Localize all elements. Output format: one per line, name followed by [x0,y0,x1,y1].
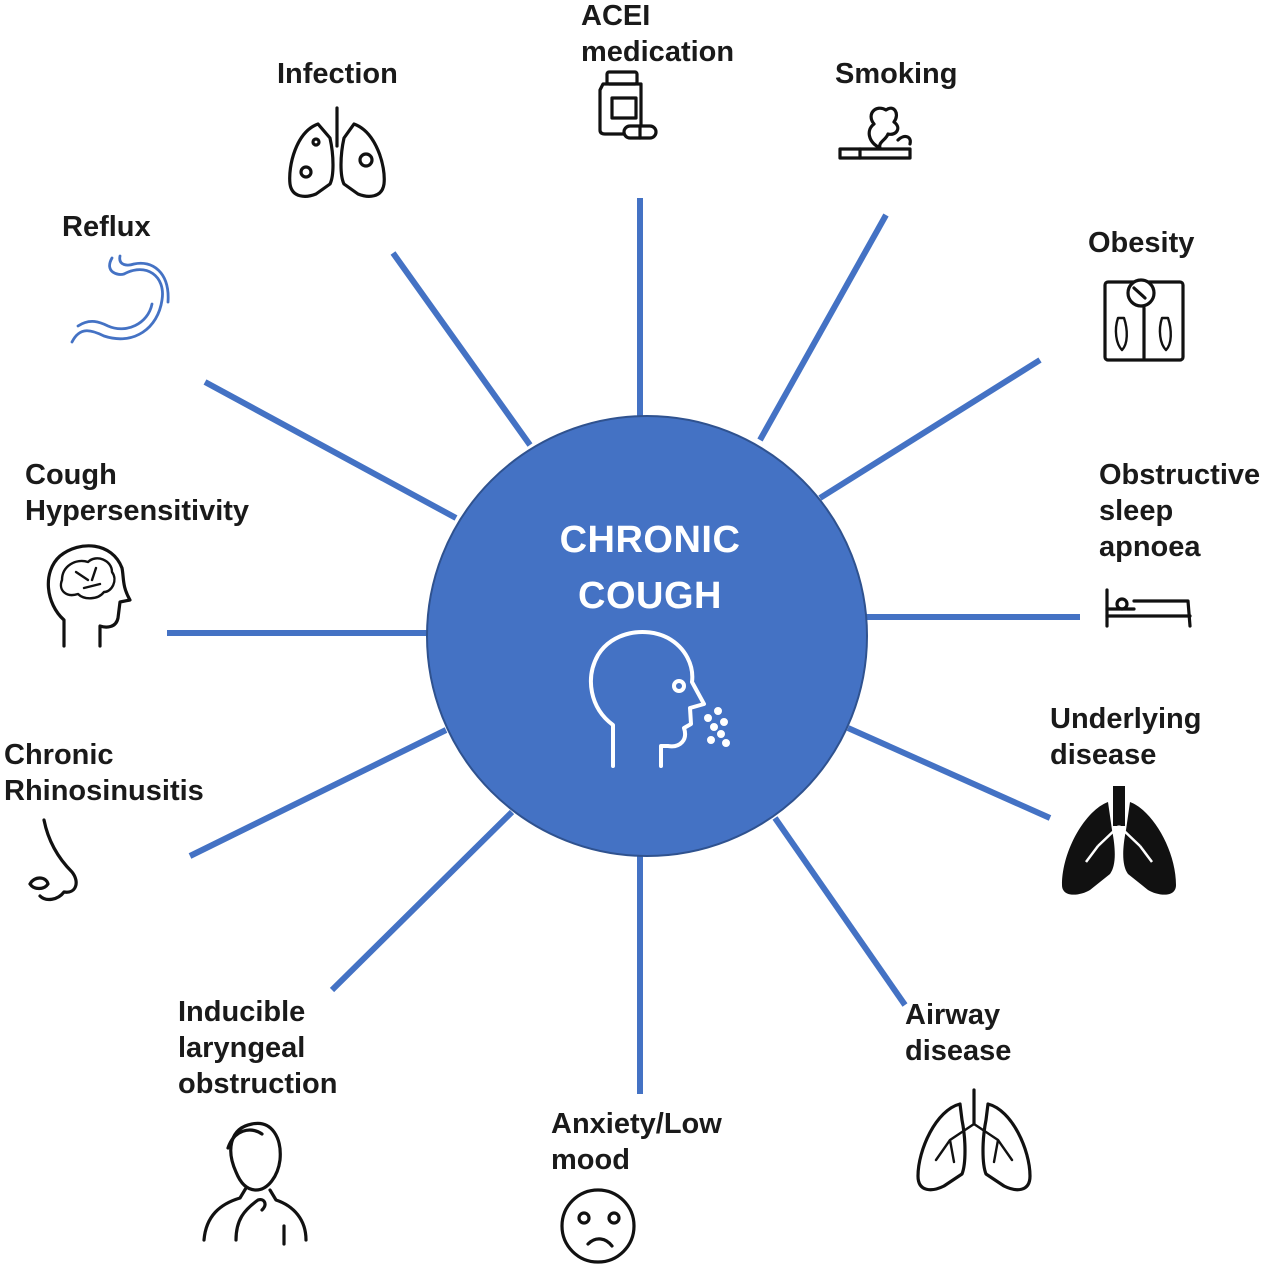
lungs-outline-icon [916,1088,1032,1192]
label-smoking-line1: Smoking [835,58,958,90]
spoke-underlying [846,725,1052,821]
label-acei-line1: ACEI [581,0,651,32]
person-holding-throat-icon [202,1121,308,1246]
bed-icon [1105,588,1192,628]
label-infection: Infection [277,56,398,92]
label-anxiety-line1: Anxiety/Low [551,1108,722,1140]
cigarette-icon [838,106,912,160]
nose-icon [28,818,78,902]
label-underlying: Underlying disease [1050,701,1201,773]
label-anxiety: Anxiety/Low mood [551,1106,722,1178]
label-reflux: Reflux [62,209,151,245]
label-ilo-line2: laryngeal [178,1032,306,1064]
infected-lungs-icon [288,106,386,198]
label-acei: ACEI medication [581,0,734,70]
label-hypersens-line2: Hypersensitivity [25,495,250,527]
label-acei-line2: medication [581,36,735,68]
weighing-scale-icon [1103,278,1185,362]
spoke-reflux [203,379,458,521]
label-airway-line1: Airway [905,999,1001,1031]
label-osa-line1: Obstructive [1099,459,1261,491]
label-anxiety-line2: mood [551,1144,630,1176]
worried-face-icon [560,1188,636,1264]
label-crs: Chronic Rhinosinusitis [4,737,204,809]
label-osa-line2: sleep [1099,495,1174,527]
label-ilo-line1: Inducible [178,996,306,1028]
label-smoking: Smoking [835,56,957,92]
label-airway: Airway disease [905,997,1011,1069]
spoke-infection [390,251,533,447]
label-ilo-line3: obstruction [178,1068,338,1100]
solid-lungs-icon [1062,786,1176,895]
label-underlying-line1: Underlying [1050,703,1202,735]
label-ilo: Inducible laryngeal obstruction [178,994,338,1102]
center-title: CHRONIC COUGH [470,512,830,624]
label-infection-line1: Infection [277,58,398,90]
label-obesity: Obesity [1088,225,1194,261]
brain-head-icon [46,544,132,648]
label-osa: Obstructive sleep apnoea [1099,457,1260,565]
label-underlying-line2: disease [1050,739,1157,771]
medication-bottle-pill-icon [598,70,658,140]
coughing-head-icon [589,630,730,768]
center-circle [426,415,868,857]
label-reflux-line1: Reflux [62,211,151,243]
label-crs-line2: Rhinosinusitis [4,775,204,807]
spoke-smoking [757,213,889,442]
spokes [167,198,1080,1094]
spoke-crs [188,727,448,859]
label-hypersens: Cough Hypersensitivity [25,457,249,529]
label-osa-line3: apnoea [1099,531,1201,563]
stomach-icon [70,254,170,344]
spoke-obesity [818,357,1042,501]
spoke-airway [772,816,908,1007]
center-title-line1: CHRONIC [559,519,741,561]
spoke-ilo [329,809,515,993]
center-title-line2: COUGH [578,575,722,617]
label-crs-line1: Chronic [4,739,114,771]
label-airway-line2: disease [905,1035,1012,1067]
label-hypersens-line1: Cough [25,459,117,491]
label-obesity-line1: Obesity [1088,227,1195,259]
